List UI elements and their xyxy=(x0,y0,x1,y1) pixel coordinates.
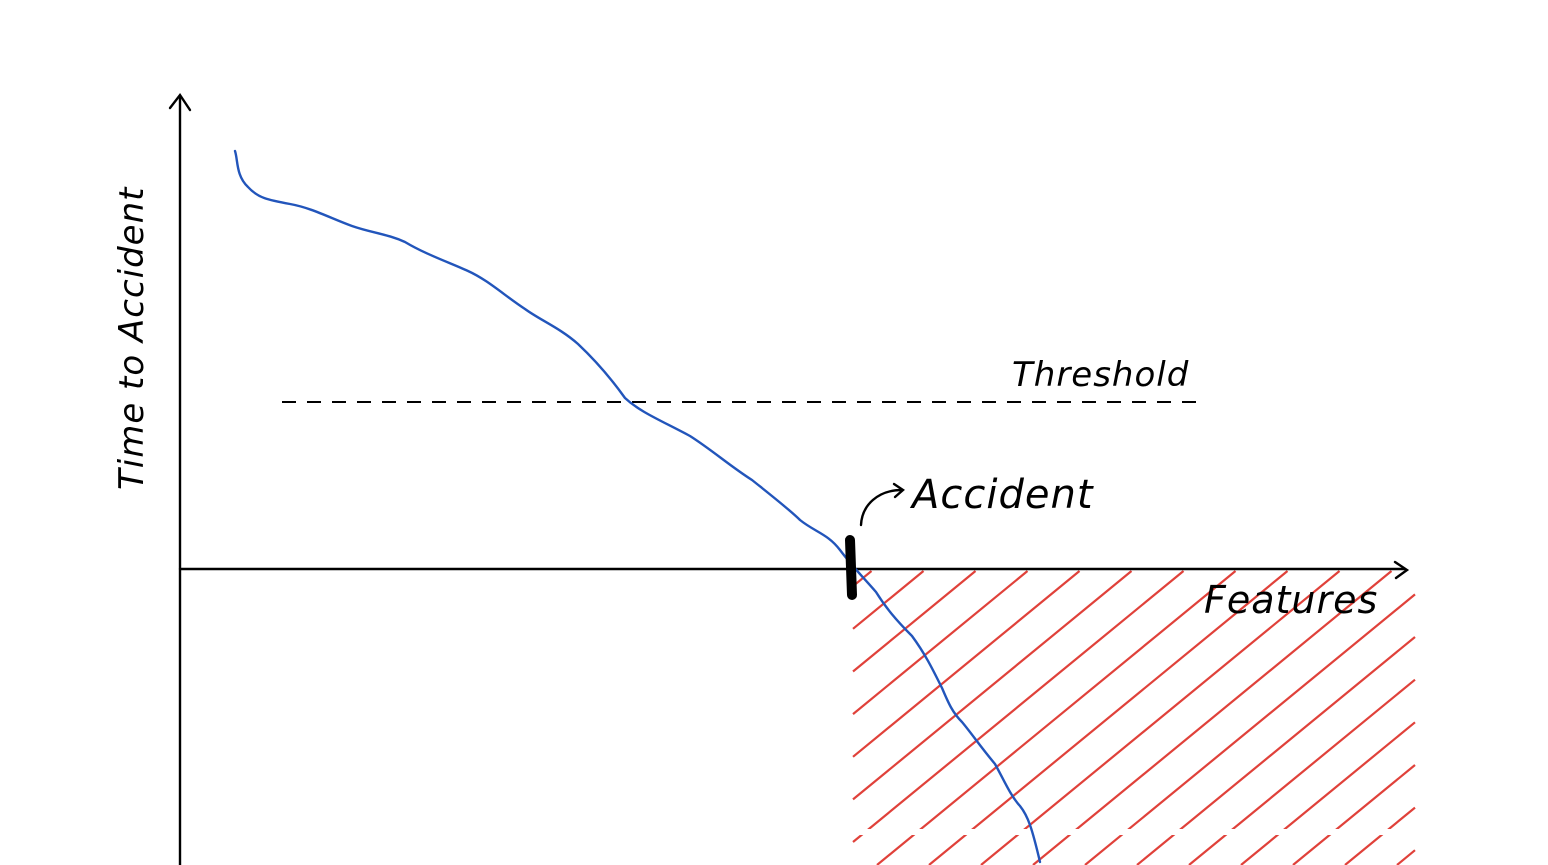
hatch-line xyxy=(852,570,925,630)
accident-marker xyxy=(845,535,857,600)
accident-pointer-arrowhead xyxy=(892,482,905,499)
hatch-line xyxy=(852,570,977,673)
hatch-gap xyxy=(850,829,1420,835)
hatch-line xyxy=(852,570,1081,758)
hatch-line xyxy=(1188,678,1416,865)
hatch-line xyxy=(1396,849,1416,865)
time-to-accident-curve xyxy=(233,149,1042,864)
y-axis-label: Time to Accident xyxy=(112,186,152,490)
x-axis-label: Features xyxy=(1204,578,1378,622)
hatch-line xyxy=(852,570,1185,843)
hatch-line xyxy=(852,570,1029,715)
hatch-line xyxy=(852,570,1133,801)
hatch-line xyxy=(928,570,1289,865)
hatch-line xyxy=(1084,593,1416,865)
accident-label: Accident xyxy=(909,472,1094,518)
hatch-line xyxy=(1344,806,1416,865)
hatch-line xyxy=(1032,570,1393,865)
hatch-line xyxy=(1136,636,1416,865)
accident-pointer-curve xyxy=(859,488,904,527)
axes xyxy=(168,92,1410,865)
hatch-line xyxy=(1240,721,1416,865)
hatch-line xyxy=(980,570,1341,865)
y-axis-arrowhead xyxy=(168,92,192,112)
threshold-label: Threshold xyxy=(1012,355,1189,395)
danger-zone-hatching xyxy=(852,570,1416,865)
accident-pointer-arrow xyxy=(859,482,905,527)
hatch-line xyxy=(876,570,1237,865)
x-axis-arrowhead xyxy=(1393,560,1410,580)
hatch-line xyxy=(1292,764,1416,865)
